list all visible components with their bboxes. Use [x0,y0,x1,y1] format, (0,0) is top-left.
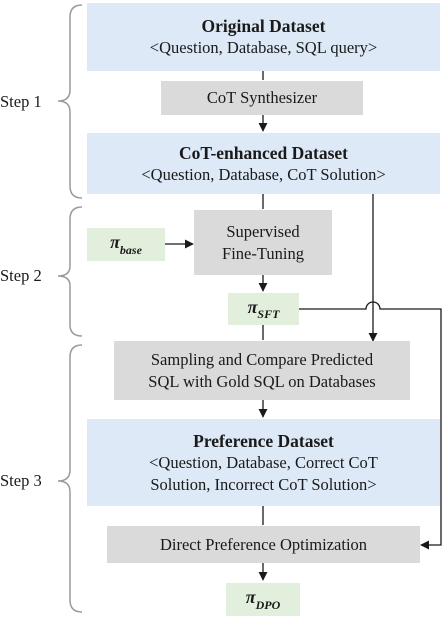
preference-dataset-line2: Solution, Incorrect CoT Solution> [150,474,377,494]
sampling-box: Sampling and Compare Predicted SQL with … [114,341,410,400]
cot-synthesizer-box: CoT Synthesizer [161,81,363,115]
original-dataset-title: Original Dataset [201,16,326,36]
preference-dataset-title: Preference Dataset [193,430,334,451]
original-dataset-box: Original Dataset <Question, Database, SQ… [87,3,440,71]
sft-line1: Supervised [226,221,300,241]
step2-label: Step 2 [0,266,42,285]
sft-box: Supervised Fine-Tuning [194,210,332,275]
preference-dataset-line1: <Question, Database, Correct CoT [149,452,378,472]
pi-base-box: πbase [87,228,165,261]
pi-dpo-label: πDPO [245,587,281,612]
sampling-line2: SQL with Gold SQL on Databases [148,371,376,391]
original-dataset-subtitle: <Question, Database, SQL query> [149,38,378,57]
step1-brace [57,4,83,199]
cot-enhanced-dataset-subtitle: <Question, Database, CoT Solution> [141,164,386,184]
cot-synthesizer-label: CoT Synthesizer [206,88,318,107]
dpo-label: Direct Preference Optimization [159,534,368,554]
pi-dpo-box: πDPO [226,583,300,616]
cot-enhanced-dataset-title: CoT-enhanced Dataset [178,142,348,163]
step1-label: Step 1 [0,92,42,111]
step3-brace [57,344,83,613]
pi-sft-box: πSFT [228,293,299,325]
step3-label: Step 3 [0,471,42,490]
preference-dataset-box: Preference Dataset <Question, Database, … [87,419,440,506]
dpo-box: Direct Preference Optimization [107,526,420,563]
pi-base-label: πbase [110,232,142,257]
pi-sft-label: πSFT [247,296,280,322]
sampling-line1: Sampling and Compare Predicted [150,349,374,369]
cot-enhanced-dataset-box: CoT-enhanced Dataset <Question, Database… [87,133,440,194]
sft-line2: Fine-Tuning [222,243,304,263]
arrow-pisft-to-dpo [299,301,442,550]
step2-brace [57,206,83,337]
